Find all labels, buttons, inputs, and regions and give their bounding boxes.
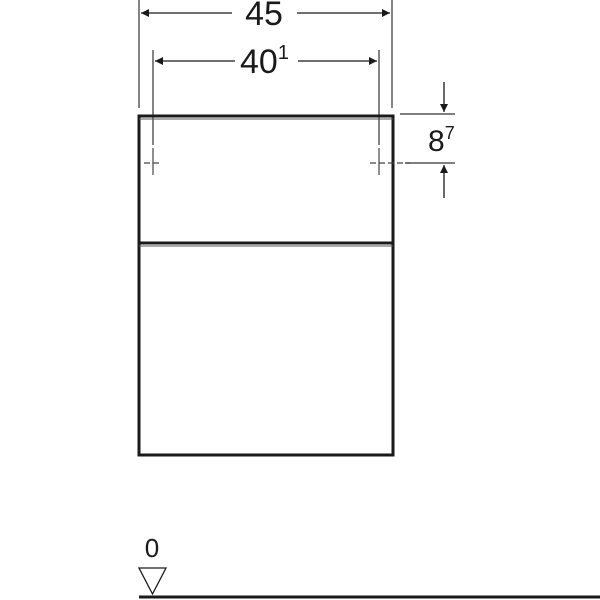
fixing-mark-right — [370, 148, 410, 175]
inner-width-label: 401 — [240, 42, 289, 81]
top-offset-label: 87 — [428, 123, 455, 158]
floor-level-marker: 0 — [137, 533, 600, 599]
overall-width-label: 45 — [245, 0, 283, 33]
level-triangle-icon — [137, 567, 168, 596]
cabinet-body — [137, 114, 395, 457]
fixing-mark-left — [144, 148, 162, 175]
overall-width-dimension: 45 — [138, 0, 393, 108]
top-offset-dimension: 87 — [400, 82, 455, 198]
inner-width-dimension: 401 — [152, 42, 380, 145]
drawer-divider — [139, 241, 393, 247]
floor-level-label: 0 — [145, 533, 159, 563]
